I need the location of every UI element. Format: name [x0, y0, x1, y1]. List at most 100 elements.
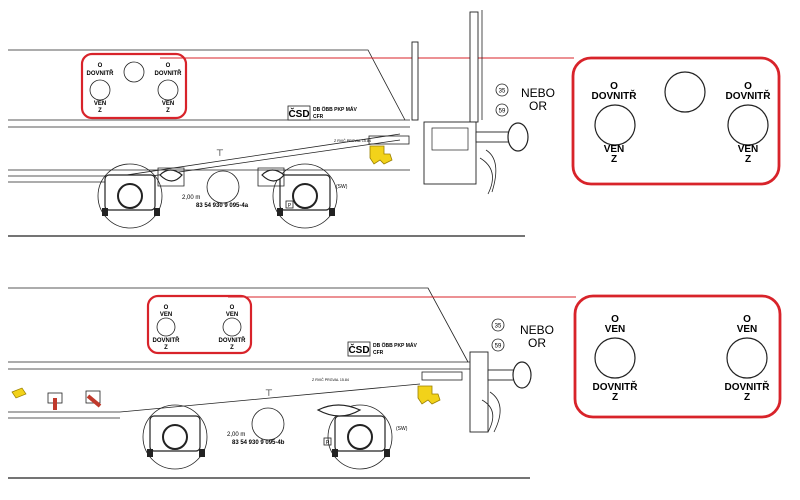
bottom-wagon-number: 83 54 930 9 095-4b [232, 440, 285, 446]
top-dimension: 2,00 m [182, 195, 200, 201]
bottom-dimension: 2,00 m [227, 432, 245, 438]
top-small-symbol: ⊤ [216, 148, 224, 158]
top-wagon: O DOVNITŘ VEN Z O DOVNITŘ VEN Z ČSD DB Ö… [8, 10, 781, 237]
bottom-small-z-right: Z [230, 345, 234, 351]
top-small-z-left: Z [98, 108, 102, 114]
bottom-big-out-left: VEN [605, 324, 626, 335]
bottom-bogie-right [316, 404, 393, 470]
bottom-sign-59: 59 [495, 344, 502, 350]
top-railway-codes: DB ÖBB PKP MÁV [313, 106, 357, 113]
top-small-hole-left [89, 79, 111, 101]
bottom-big-plate-frame [573, 294, 782, 419]
bottom-bogie-left [142, 404, 208, 470]
top-wagon-number: 83 54 930 9 095-4a [196, 203, 249, 209]
bottom-date-boxes [421, 371, 463, 381]
top-small-o-left: O [98, 63, 103, 69]
bottom-big-z-left: Z [612, 392, 618, 403]
bottom-brake-lever-icon [53, 398, 57, 410]
top-sign-59-circle [495, 103, 509, 117]
top-small-hole-right [157, 79, 179, 101]
top-sign-35: 35 [499, 89, 506, 95]
bottom-railway-codes: DB ÖBB PKP MÁV [373, 342, 417, 349]
bottom-brake-lever-2-icon [86, 394, 102, 408]
bottom-wagon: O VEN DOVNITŘ Z O VEN DOVNITŘ Z ČSD DB Ö… [8, 287, 782, 479]
bottom-big-z-right: Z [744, 392, 750, 403]
top-railway-code2: CFR [313, 114, 324, 120]
top-dimension-mark: (SW) [336, 184, 348, 190]
top-big-z-left: Z [611, 154, 617, 165]
bottom-big-out-right: VEN [737, 324, 758, 335]
top-big-out-left: VEN [604, 144, 625, 155]
top-wagon-roof-line [8, 49, 406, 121]
top-small-hole-top [123, 61, 145, 83]
top-big-hole-left [594, 104, 636, 146]
bottom-dimension-mark: (SW) [396, 426, 408, 432]
bottom-nebo: NEBO [520, 323, 554, 337]
top-csd-box [287, 105, 311, 121]
top-date-text: Z RVIČ PRGVAL 15.84 [334, 138, 371, 143]
top-big-in-left: DOVNITŘ [592, 89, 638, 102]
top-big-hole-right [727, 104, 769, 146]
top-center-disc [206, 170, 240, 204]
bottom-railway-code2: CFR [373, 350, 384, 356]
top-big-z-right: Z [745, 154, 751, 165]
top-small-out-right: VEN [162, 101, 174, 107]
bottom-small-out-right: VEN [226, 312, 238, 318]
bottom-small-in-left: DOVNITŘ [153, 336, 181, 344]
bottom-center-disc [251, 407, 285, 441]
bottom-sign-59-circle [491, 338, 505, 352]
bottom-wagon-badge: P [326, 440, 330, 446]
top-small-o-right: O [166, 63, 171, 69]
bottom-csd-box [347, 341, 371, 357]
top-end-structure [411, 10, 529, 195]
top-small-plate-frame [80, 52, 188, 120]
top-big-out-right: VEN [738, 144, 759, 155]
top-wagon-badge: P [288, 203, 292, 209]
bottom-big-o-left: O [611, 314, 619, 325]
bottom-big-hole-left [594, 337, 636, 379]
bottom-big-o-right: O [743, 314, 751, 325]
bottom-sign-35-circle [491, 318, 505, 332]
top-wagon-badge-box [285, 200, 294, 209]
bottom-sole-bar [8, 383, 421, 413]
bottom-small-hole-left [156, 317, 176, 337]
top-date-boxes [368, 135, 410, 145]
bottom-small-out-left: VEN [160, 312, 172, 318]
bottom-small-plate-frame [146, 294, 253, 355]
bottom-big-in-right: DOVNITŘ [725, 380, 771, 393]
top-small-out-left: VEN [94, 101, 106, 107]
top-big-in-right: DOVNITŘ [726, 89, 772, 102]
top-sign-59: 59 [499, 109, 506, 115]
top-bogie-left [97, 163, 185, 229]
top-or: OR [529, 99, 547, 113]
bottom-small-z-left: Z [164, 345, 168, 351]
bottom-small-o-left: O [164, 305, 169, 311]
top-big-plate-frame [571, 56, 781, 186]
bottom-big-in-left: DOVNITŘ [593, 380, 639, 393]
bottom-csd-label: ČSD [348, 343, 369, 356]
bottom-small-in-right: DOVNITŘ [219, 336, 247, 344]
bottom-brake-box-2 [85, 390, 101, 404]
top-sign-35-circle [495, 83, 509, 97]
top-big-hole-top [664, 71, 706, 113]
bottom-wagon-roof-line [8, 287, 469, 363]
top-big-o-left: O [610, 81, 618, 92]
bottom-sign-35: 35 [495, 324, 502, 330]
bottom-small-o-right: O [230, 305, 235, 311]
bottom-end-structure [469, 351, 532, 433]
top-nebo: NEBO [521, 86, 555, 100]
bottom-coupling-hook [417, 385, 441, 405]
bottom-big-hole-right [726, 337, 768, 379]
bottom-or: OR [528, 336, 546, 350]
top-coupling-hook [369, 145, 393, 165]
bottom-yellow-handle-icon [11, 387, 27, 399]
top-bogie-right [257, 163, 338, 229]
top-csd-label: ČSD [288, 107, 309, 120]
bottom-small-hole-right [222, 317, 242, 337]
bottom-small-symbol: ⊤ [265, 388, 273, 398]
top-small-z-right: Z [166, 108, 170, 114]
top-small-in-right: DOVNITŘ [155, 69, 183, 77]
bottom-date-text: Z RVIČ PRGVAL 15.84 [312, 377, 349, 382]
